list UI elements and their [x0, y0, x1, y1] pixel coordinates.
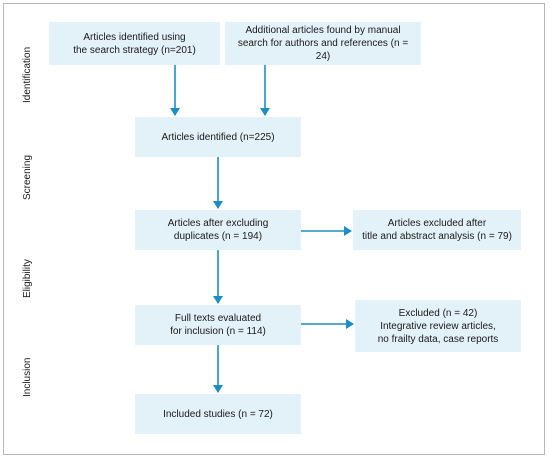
box-included-studies: Included studies (n = 72) [135, 394, 301, 434]
box-manual-search: Additional articles found by manual sear… [225, 22, 421, 65]
box-search-strategy: Articles identified using the search str… [49, 22, 220, 65]
box-manual-search-text: Additional articles found by manual sear… [237, 25, 409, 62]
box-search-strategy-text: Articles identified using the search str… [73, 31, 196, 56]
box-excluded-full-text-text: Excluded (n = 42) Integrative review art… [377, 307, 499, 345]
box-included-studies-text: Included studies (n = 72) [163, 408, 273, 420]
box-excluded-title-abstract-text: Articles excluded after title and abstra… [362, 218, 512, 242]
box-full-texts: Full texts evaluated for inclusion (n = … [135, 305, 301, 345]
box-articles-identified-text: Articles identified (n=225) [161, 131, 275, 143]
box-excluded-title-abstract: Articles excluded after title and abstra… [353, 210, 521, 250]
box-after-duplicates: Articles after excluding duplicates (n =… [135, 210, 301, 250]
box-full-texts-text: Full texts evaluated for inclusion (n = … [170, 313, 266, 337]
box-after-duplicates-text: Articles after excluding duplicates (n =… [167, 218, 269, 242]
box-excluded-full-text: Excluded (n = 42) Integrative review art… [355, 300, 521, 352]
box-articles-identified: Articles identified (n=225) [135, 117, 301, 157]
diagram-frame [3, 3, 545, 455]
